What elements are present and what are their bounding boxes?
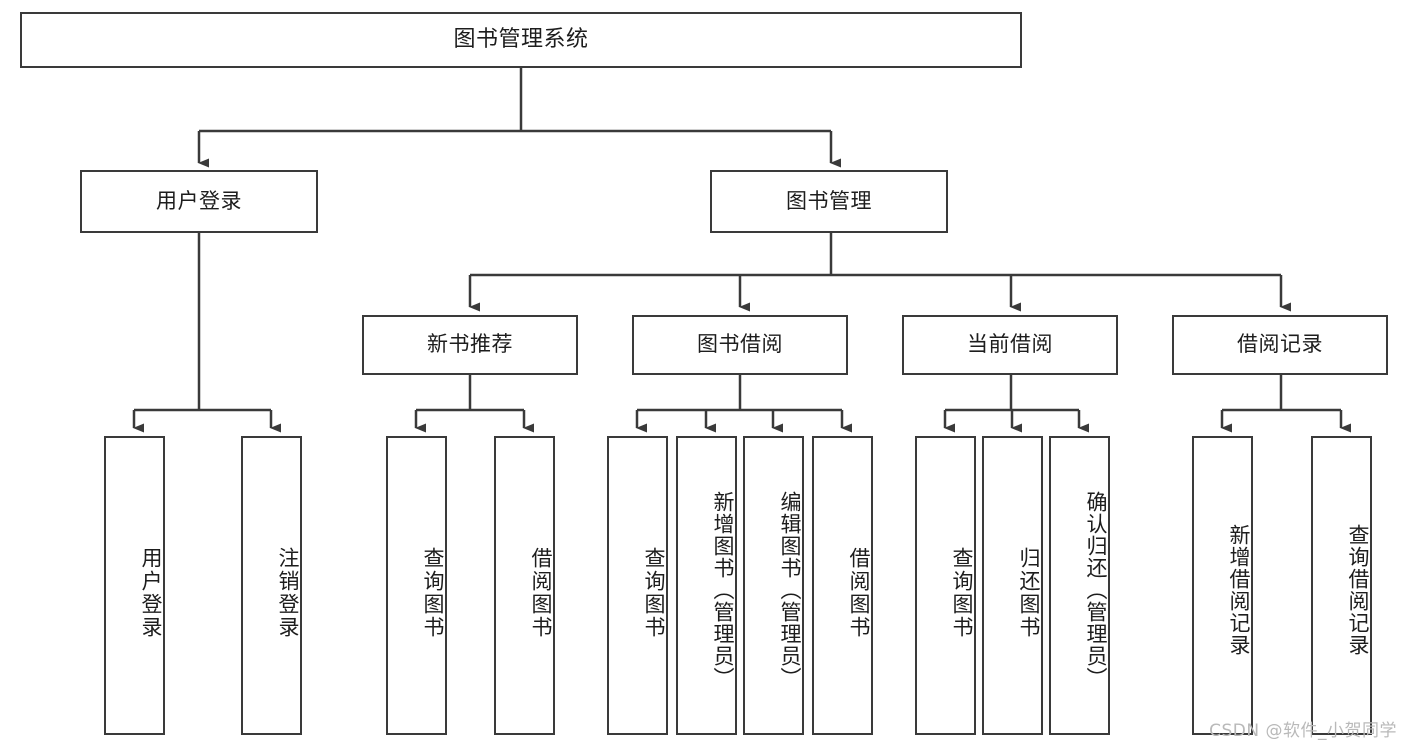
leaf-add-book-admin[interactable]: 新增图书（管理员）	[676, 436, 737, 735]
leaf-query-book-borrow[interactable]: 查询图书	[607, 436, 668, 735]
node-user-login[interactable]: 用户登录	[80, 170, 318, 233]
node-book-management[interactable]: 图书管理	[710, 170, 948, 233]
leaf-add-borrow-record[interactable]: 新增借阅记录	[1192, 436, 1253, 735]
node-label: 借阅图书	[847, 546, 871, 639]
leaf-query-book-recommend[interactable]: 查询图书	[386, 436, 447, 735]
node-label: 借阅图书	[529, 546, 553, 639]
node-label: 用户登录	[156, 188, 242, 213]
leaf-borrow-book[interactable]: 借阅图书	[812, 436, 873, 735]
leaf-confirm-return-admin[interactable]: 确认归还（管理员）	[1049, 436, 1110, 735]
node-label: 新书推荐	[427, 332, 513, 357]
node-label: 查询图书	[421, 546, 445, 639]
node-label: 查询图书	[642, 546, 666, 639]
node-label: 当前借阅	[967, 332, 1053, 357]
node-label: 图书管理	[786, 188, 872, 213]
leaf-query-book-current[interactable]: 查询图书	[915, 436, 976, 735]
node-label: 借阅记录	[1237, 332, 1323, 357]
leaf-user-login[interactable]: 用户登录	[104, 436, 165, 735]
node-label: 注销登录	[276, 546, 300, 639]
node-label: 查询图书	[950, 546, 974, 639]
node-label: 查询借阅记录	[1346, 523, 1370, 656]
leaf-return-book[interactable]: 归还图书	[982, 436, 1043, 735]
node-new-book-recommend[interactable]: 新书推荐	[362, 315, 578, 375]
node-root-system[interactable]: 图书管理系统	[20, 12, 1022, 68]
node-label: 用户登录	[139, 546, 163, 639]
node-book-borrow[interactable]: 图书借阅	[632, 315, 848, 375]
watermark: CSDN @软件_小贺同学	[1209, 721, 1397, 741]
leaf-edit-book-admin[interactable]: 编辑图书（管理员）	[743, 436, 804, 735]
node-label: 编辑图书（管理员）	[778, 490, 802, 689]
node-label: 新增借阅记录	[1227, 523, 1251, 656]
leaf-query-borrow-record[interactable]: 查询借阅记录	[1311, 436, 1372, 735]
leaf-user-logout[interactable]: 注销登录	[241, 436, 302, 735]
node-label: 图书借阅	[697, 332, 783, 357]
node-label: 确认归还（管理员）	[1084, 490, 1108, 689]
node-current-borrow[interactable]: 当前借阅	[902, 315, 1118, 375]
node-borrow-record[interactable]: 借阅记录	[1172, 315, 1388, 375]
node-label: 归还图书	[1017, 546, 1041, 639]
node-label: 图书管理系统	[453, 26, 589, 52]
leaf-borrow-book-recommend[interactable]: 借阅图书	[494, 436, 555, 735]
node-label: 新增图书（管理员）	[711, 490, 735, 689]
